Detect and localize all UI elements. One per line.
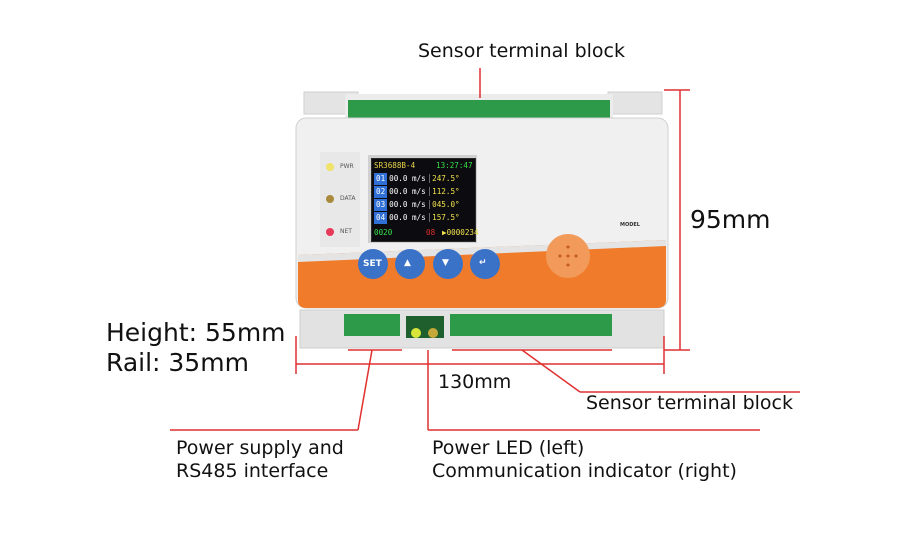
sensor-terminal-top-label: Sensor terminal block [418,40,625,62]
up-button-label[interactable]: ▲ [404,258,411,268]
rs485-label: RS485 interface [176,460,329,482]
data-led-icon [326,195,334,203]
net-label: NET [340,228,352,235]
set-button [358,249,388,279]
length-dimension-label: 130mm [438,371,512,393]
enter-button [470,249,500,279]
power-led-label: Power LED (left) [432,437,585,459]
bottom-terminal-block [450,314,612,336]
power-terminal-block [344,314,400,336]
width-dimension-label: 95mm [690,205,771,234]
din-rail-enclosure [295,91,669,349]
screen-title: SR3688B-4 [374,161,416,170]
set-button-label[interactable]: SET [363,259,382,269]
enter-button-label[interactable]: ↵ [479,258,487,268]
model-label: MODEL [620,222,640,228]
net-led-icon [326,228,334,236]
down-button-label[interactable]: ▼ [442,258,449,268]
comm-led-icon [428,328,438,338]
pwr-label: PWR [340,163,354,170]
comm-indicator-label: Communication indicator (right) [432,460,737,482]
pwr-led-icon [326,163,334,171]
screen-footer: 0020 08 ▶0000234 [374,228,479,237]
data-label: DATA [340,195,356,202]
top-terminal-block [348,100,610,120]
leader-lines [170,68,800,431]
sensor-terminal-bottom-label: Sensor terminal block [586,392,793,414]
height-label: Height: 55mm [106,318,286,347]
power-led-icon [411,328,421,338]
screen-time: 13:27:47 [436,161,473,170]
up-button [395,249,425,279]
power-supply-label: Power supply and [176,437,344,459]
rail-label: Rail: 35mm [106,348,249,377]
down-button [433,249,463,279]
